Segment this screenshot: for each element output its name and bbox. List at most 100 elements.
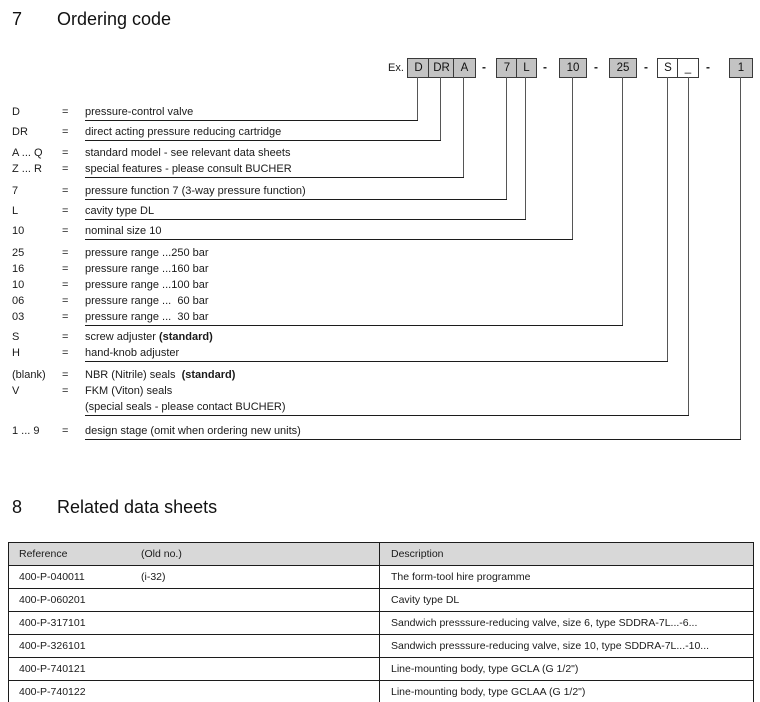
- code-box-10: 10: [559, 58, 587, 78]
- ordering-item-row: Z ... R=special features - please consul…: [0, 163, 760, 177]
- equals-sign: =: [62, 347, 69, 359]
- connector-vline: [667, 77, 668, 361]
- connector-underline: [85, 361, 668, 362]
- connector-underline: [85, 325, 623, 326]
- ordering-item-description: FKM (Viton) seals: [85, 385, 173, 397]
- ordering-item-description: screw adjuster (standard): [85, 331, 213, 343]
- table-cell-reference: 400-P-040011: [19, 571, 85, 583]
- code-box-7: 7: [496, 58, 518, 78]
- equals-sign: =: [62, 185, 69, 197]
- connector-underline: [85, 120, 418, 121]
- ordering-item-description: nominal size 10: [85, 225, 162, 237]
- table-cell-reference: 400-P-317101: [19, 617, 86, 629]
- ordering-item-row: L=cavity type DL: [0, 205, 760, 219]
- ordering-item-description: pressure-control valve: [85, 106, 194, 118]
- ordering-item-row: H=hand-knob adjuster: [0, 347, 760, 361]
- ordering-item-row: 06=pressure range ... 60 bar: [0, 295, 760, 309]
- ordering-item-row: 1 ... 9=design stage (omit when ordering…: [0, 425, 760, 439]
- ordering-item-row: 10=pressure range ...100 bar: [0, 279, 760, 293]
- ordering-item-description: special features - please consult BUCHER: [85, 163, 292, 175]
- ordering-item-code: S: [12, 331, 20, 343]
- equals-sign: =: [62, 225, 69, 237]
- ordering-item-description: (special seals - please contact BUCHER): [85, 401, 286, 413]
- connector-vline: [572, 77, 573, 239]
- dash-separator: -: [482, 60, 486, 74]
- connector-underline: [85, 140, 441, 141]
- ordering-item-row: (blank)=NBR (Nitrile) seals (standard): [0, 369, 760, 383]
- ordering-item-row: D=pressure-control valve: [0, 106, 760, 120]
- ordering-item-code: 10: [12, 279, 25, 291]
- equals-sign: =: [62, 247, 69, 259]
- table-row: 400-P-317101 Sandwich presssure-reducing …: [9, 612, 753, 635]
- ordering-item-description-bold: (standard): [181, 369, 236, 381]
- connector-vline: [740, 77, 741, 439]
- table-cell-old-no: (i-32): [141, 571, 166, 583]
- equals-sign: =: [62, 425, 69, 437]
- ordering-item-description: pressure function 7 (3-way pressure func…: [85, 185, 306, 197]
- ordering-item-description: pressure range ...250 bar: [85, 247, 209, 259]
- connector-vline: [622, 77, 623, 325]
- connector-vline: [440, 77, 441, 140]
- column-header-old-no: (Old no.): [141, 548, 182, 560]
- equals-sign: =: [62, 126, 69, 138]
- ordering-item-row: 10 = nominal size 10: [0, 225, 760, 239]
- code-box-s: S: [657, 58, 679, 78]
- table-body: 400-P-040011 (i-32) The form-tool hire pro…: [9, 566, 753, 702]
- connector-vline: [463, 77, 464, 177]
- ordering-item-row: 7=pressure function 7 (3-way pressure fu…: [0, 185, 760, 199]
- ordering-item-code: 06: [12, 295, 25, 307]
- example-label: Ex.: [388, 62, 404, 74]
- ordering-item-description: cavity type DL: [85, 205, 155, 217]
- table-row: 400-P-040011 (i-32) The form-tool hire pro…: [9, 566, 753, 589]
- table-cell-reference: 400-P-326101: [19, 640, 86, 652]
- ordering-item-row: 03=pressure range ... 30 bar: [0, 311, 760, 325]
- code-box-a: A: [453, 58, 476, 78]
- ordering-item-code: L: [12, 205, 19, 217]
- connector-underline: [85, 177, 464, 178]
- ordering-item-code: A ... Q: [12, 147, 43, 159]
- equals-sign: =: [62, 263, 69, 275]
- table-cell-description: Line-mounting body, type GCLA (G 1/2"): [391, 663, 579, 675]
- table-cell-reference: 400-P-740122: [19, 686, 86, 698]
- section-7-number: 7: [12, 9, 23, 29]
- equals-sign: =: [62, 147, 69, 159]
- section-8-number: 8: [12, 497, 23, 517]
- connector-underline: [85, 239, 573, 240]
- ordering-item-description: pressure range ...100 bar: [85, 279, 209, 291]
- column-header-description: Description: [391, 548, 444, 560]
- ordering-item-description: pressure range ...160 bar: [85, 263, 209, 275]
- related-data-sheets-table: Reference (Old no.) Description 400-P-04…: [8, 542, 754, 702]
- code-box-l: L: [516, 58, 537, 78]
- connector-underline: [85, 199, 507, 200]
- equals-sign: =: [62, 369, 69, 381]
- ordering-item-code: DR: [12, 126, 28, 138]
- connector-vline: [417, 77, 418, 120]
- equals-sign: =: [62, 331, 69, 343]
- ordering-item-row: V=FKM (Viton) seals: [0, 385, 760, 399]
- ordering-item-code: 25: [12, 247, 25, 259]
- ordering-item-description: direct acting pressure reducing cartridg…: [85, 126, 282, 138]
- dash-separator: -: [594, 60, 598, 74]
- table-cell-description: Sandwich presssure-reducing valve, size …: [391, 640, 710, 652]
- ordering-item-code: 1 ... 9: [12, 425, 40, 437]
- ordering-item-description: standard model - see relevant data sheet…: [85, 147, 291, 159]
- table-cell-description: Sandwich presssure-reducing valve, size …: [391, 617, 698, 629]
- code-box-1: 1: [729, 58, 753, 78]
- ordering-item-description-bold: (standard): [158, 331, 213, 343]
- table-header-row: Reference (Old no.) Description: [9, 543, 753, 566]
- code-box-seal-blank: _: [677, 58, 699, 78]
- ordering-item-row: S = screw adjuster (standard): [0, 331, 760, 345]
- connector-vline: [688, 77, 689, 415]
- ordering-item-row: 25 = pressure range ...250 bar: [0, 247, 760, 261]
- connector-vline: [525, 77, 526, 219]
- table-cell-description: The form-tool hire programme: [391, 571, 531, 583]
- table-column-divider: [379, 543, 380, 702]
- table-row: 400-P-326101 Sandwich presssure-reducing …: [9, 635, 753, 658]
- connector-vline: [506, 77, 507, 199]
- connector-underline: [85, 219, 526, 220]
- ordering-item-code: 10: [12, 225, 25, 237]
- table-cell-description: Cavity type DL: [391, 594, 460, 606]
